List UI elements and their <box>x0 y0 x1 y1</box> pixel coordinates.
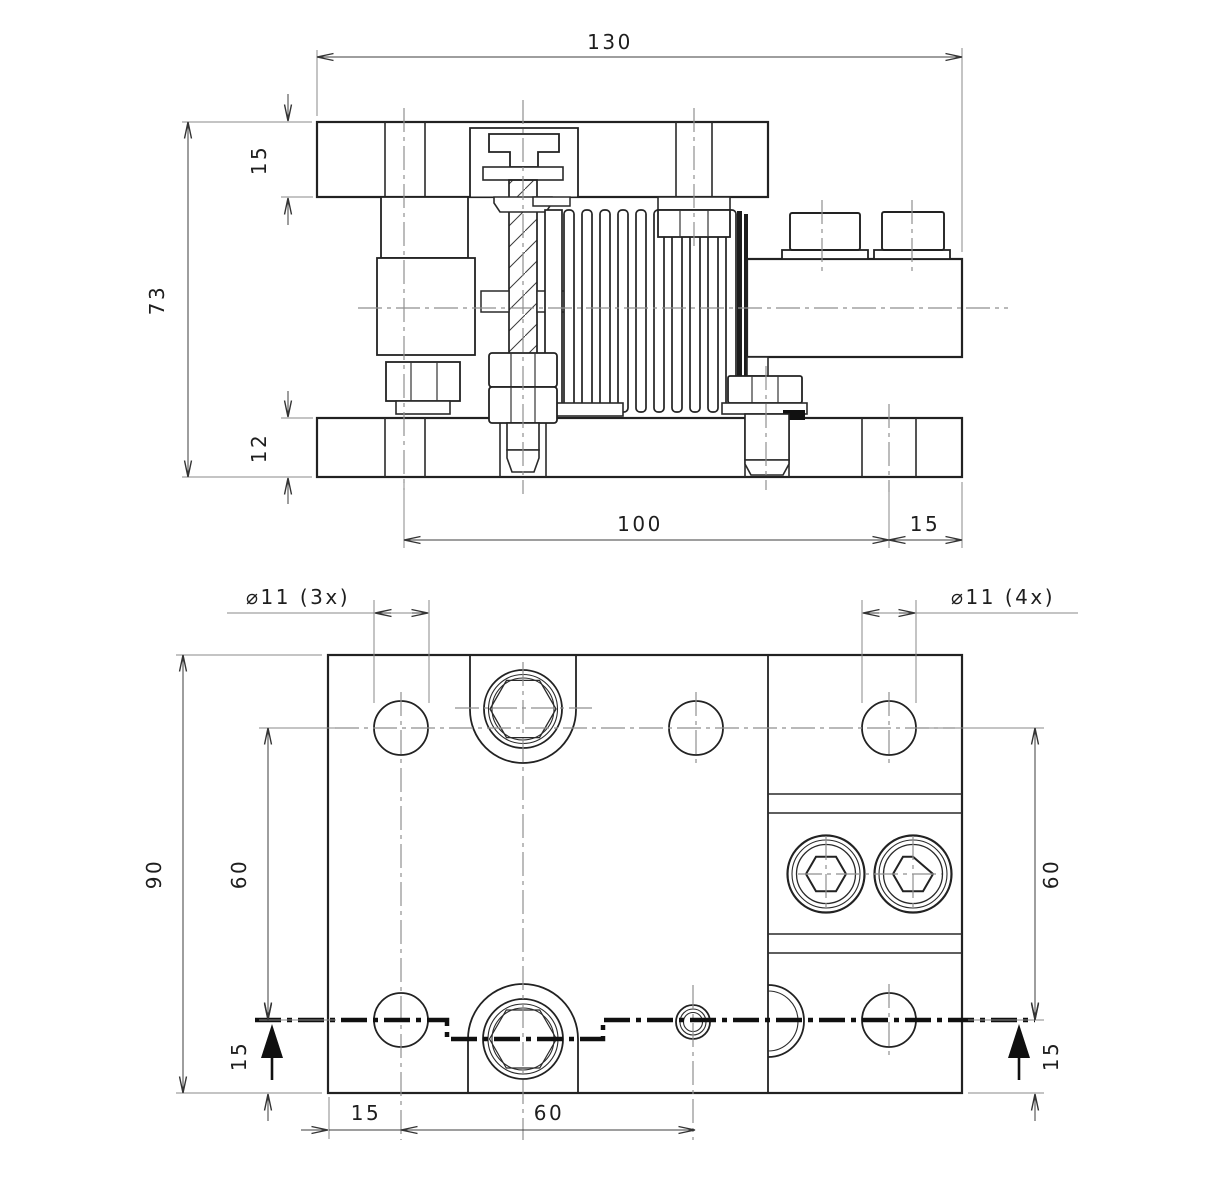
lower-right-bolt <box>721 375 808 476</box>
sealing-cap-2 <box>881 211 945 251</box>
lower-right-hex-head <box>727 375 803 404</box>
left-bolt-hole <box>386 123 424 196</box>
dim-top-plate-thickness: 15 <box>247 145 271 175</box>
hex-socket-top <box>489 679 557 739</box>
spacer-cylinder <box>376 257 476 356</box>
left-support-stack <box>376 196 476 415</box>
sealing-cap-1 <box>789 212 861 251</box>
dim-overall-height: 73 <box>145 285 169 315</box>
left-hex-nut <box>385 361 461 402</box>
dim-bottom-offset-right: 15 <box>1039 1041 1063 1071</box>
dim-bottom-offset-left: 15 <box>227 1041 251 1071</box>
plan-dimensions: ⌀11 (3x) ⌀11 (4x) 90 60 15 60 <box>142 585 1078 1139</box>
lower-right-tip <box>744 459 790 476</box>
front-view: 130 15 73 12 100 15 <box>145 30 1008 548</box>
section-arrow-right <box>1008 1024 1030 1058</box>
label-holes-4x: ⌀11 (4x) <box>951 585 1055 609</box>
section-cut-line <box>255 1017 1035 1080</box>
socket-screws <box>786 834 953 914</box>
spacer-block <box>380 196 469 259</box>
dim-bolt-span: 100 <box>617 512 663 536</box>
hex-socket-bottom <box>488 1009 558 1069</box>
bellows-end-bar <box>737 211 742 412</box>
dim-edge-to-hole: 15 <box>351 1101 381 1125</box>
dim-edge-offset: 15 <box>910 512 940 536</box>
base-plate-section <box>315 416 964 479</box>
plan-view: ⌀11 (3x) ⌀11 (4x) 90 60 15 60 <box>142 585 1078 1140</box>
dim-plate-height: 90 <box>142 859 166 889</box>
dim-row-spacing-left: 60 <box>227 859 251 889</box>
dim-hole-to-center: 60 <box>534 1101 564 1125</box>
section-arrow-left <box>261 1024 283 1058</box>
plan-centerlines <box>335 662 955 1140</box>
lower-right-shank <box>744 413 790 461</box>
left-washer <box>395 400 451 415</box>
bellows-top-flange <box>532 196 571 207</box>
dim-overall-width: 130 <box>587 30 633 54</box>
label-holes-3x: ⌀11 (3x) <box>246 585 350 609</box>
cap-flange-1 <box>781 249 869 260</box>
dim-bottom-plate-thickness: 12 <box>247 433 271 463</box>
partial-threaded-hole <box>767 984 805 1058</box>
front-dimensions: 130 15 73 12 100 15 <box>145 30 963 548</box>
bellows-mount-tab-left <box>480 290 510 313</box>
load-cell-foot <box>746 356 769 377</box>
dim-row-spacing-right: 60 <box>1039 859 1063 889</box>
front-centerlines <box>358 100 1008 494</box>
load-cell-body <box>745 211 964 377</box>
base-plate-body <box>315 416 964 479</box>
seal-mark <box>783 410 805 420</box>
